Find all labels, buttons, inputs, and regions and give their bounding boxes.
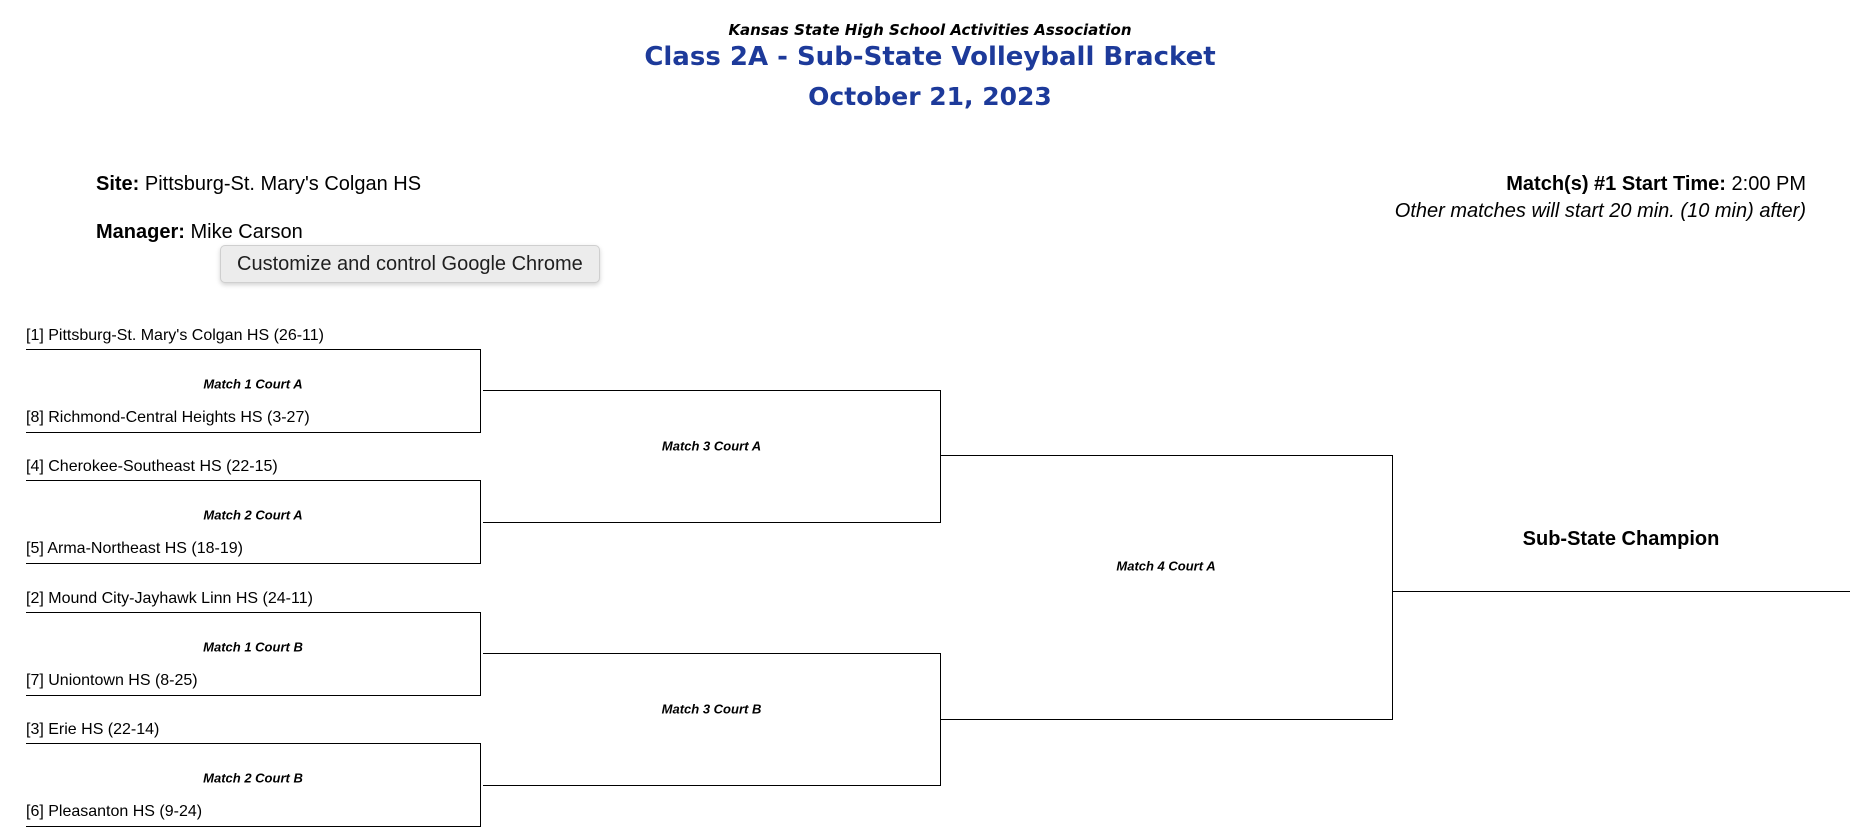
- match-label-3-court-a: Match 3 Court A: [661, 438, 762, 454]
- match-label-1-court-a: Match 1 Court A: [203, 376, 303, 392]
- match-box-3-court-b: Match 3 Court B: [483, 653, 941, 786]
- site-label: Site:: [96, 173, 140, 195]
- match-label-3-court-b: Match 3 Court B: [661, 701, 762, 717]
- bracket-title: Class 2A - Sub-State Volleyball Bracket: [644, 42, 1216, 72]
- match-box-4-court-a: Match 4 Court A: [940, 455, 1393, 720]
- match-box-3-court-a: Match 3 Court A: [483, 390, 941, 523]
- team-seed-3: [3] Erie HS (22-14): [26, 721, 160, 738]
- team-seed-2: [2] Mound City-Jayhawk Linn HS (24-11): [26, 590, 313, 607]
- manager-label: Manager:: [96, 221, 185, 243]
- team-seed-4: [4] Cherokee-Southeast HS (22-15): [26, 458, 278, 475]
- champion-title: Sub-State Champion: [1522, 528, 1720, 550]
- match-box-1-court-b: Match 1 Court B: [26, 612, 481, 696]
- champion-line: [1392, 591, 1850, 592]
- team-seed-1: [1] Pittsburg-St. Mary's Colgan HS (26-1…: [26, 327, 324, 344]
- match-label-1-court-b: Match 1 Court B: [203, 639, 303, 655]
- start-time-note: Other matches will start 20 min. (10 min…: [1394, 200, 1806, 222]
- association-name: Kansas State High School Activities Asso…: [728, 21, 1132, 39]
- tooltip-text: Customize and control Google Chrome: [237, 253, 583, 275]
- start-time-label: Match(s) #1 Start Time:: [1506, 173, 1726, 195]
- manager-value: Mike Carson: [184, 221, 303, 243]
- match-label-4-court-a: Match 4 Court A: [1116, 558, 1216, 574]
- match-box-1-court-a: Match 1 Court A: [26, 349, 481, 433]
- bracket-date: October 21, 2023: [808, 82, 1052, 111]
- team-seed-7: [7] Uniontown HS (8-25): [26, 672, 198, 689]
- team-seed-6: [6] Pleasanton HS (9-24): [26, 803, 203, 820]
- match-box-2-court-a: Match 2 Court A: [26, 480, 481, 564]
- start-time-row: Match(s) #1 Start Time: 2:00 PM: [1506, 173, 1806, 196]
- chrome-menu-tooltip: Customize and control Google Chrome: [220, 245, 600, 283]
- match-label-2-court-a: Match 2 Court A: [203, 507, 303, 523]
- site-value: Pittsburg-St. Mary's Colgan HS: [139, 173, 422, 195]
- team-seed-5: [5] Arma-Northeast HS (18-19): [26, 540, 243, 557]
- start-time-value: 2:00 PM: [1725, 173, 1807, 195]
- site-row: Site: Pittsburg-St. Mary's Colgan HS: [96, 173, 421, 196]
- match-box-2-court-b: Match 2 Court B: [26, 743, 481, 827]
- manager-row: Manager: Mike Carson: [96, 221, 303, 244]
- match-label-2-court-b: Match 2 Court B: [203, 770, 303, 786]
- team-seed-8: [8] Richmond-Central Heights HS (3-27): [26, 409, 310, 426]
